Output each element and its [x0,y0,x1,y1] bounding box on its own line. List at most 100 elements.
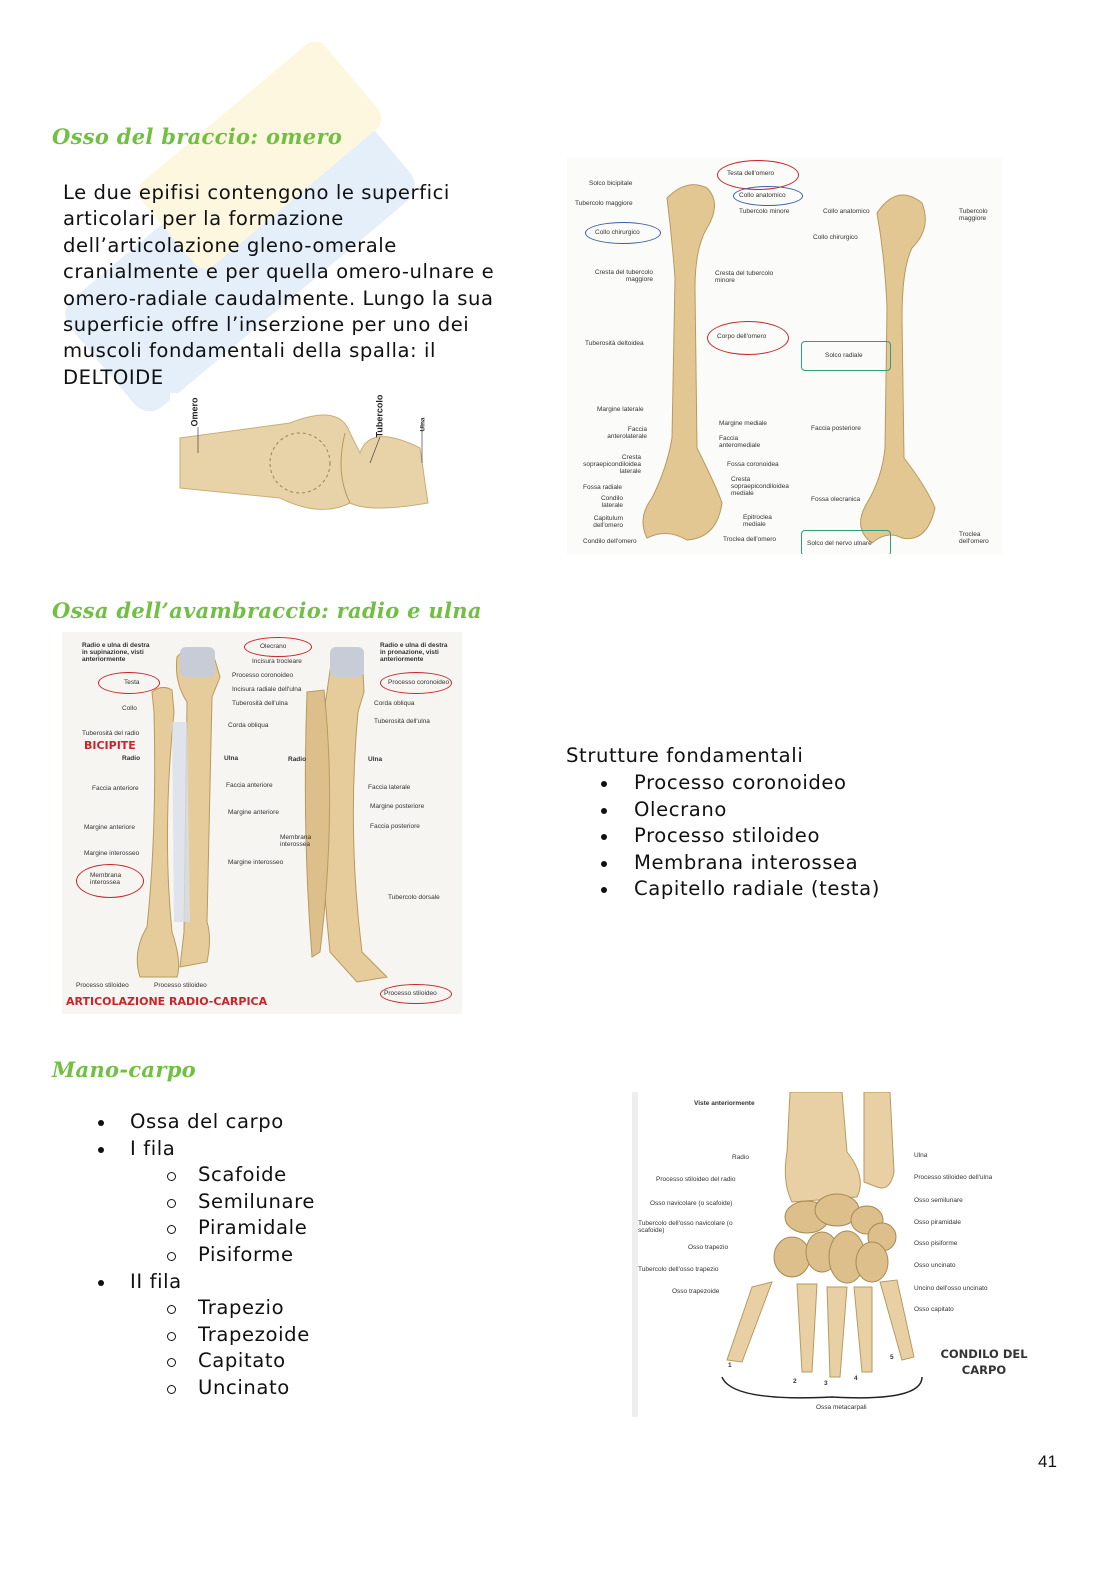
humerus-label: Tubercolo maggiore [959,208,988,222]
humerus-label: Collo chirurgico [595,229,640,236]
forearm-label: Margine anteriore [228,809,279,816]
list-item-label: Capitato [198,1349,286,1373]
forearm-label: Corda obliqua [374,700,415,707]
forearm-caption: Radio e ulna di destra in supinazione, v… [82,642,150,663]
forearm-label: Margine interosseo [228,859,284,866]
text-line: DELTOIDE [63,365,164,389]
list-item-label: Capitello radiale (testa) [634,877,881,901]
forearm-label: Processo coronoideo [232,672,294,679]
list-item: Olecrano [600,797,880,824]
list-item: Processo coronoideo [600,770,880,797]
list-item-label: Trapezio [198,1296,285,1320]
wrist-illustration [721,1092,923,1399]
sub-list-item: Uncinato [97,1375,315,1402]
metacarpal-caption: Ossa metacarpali [816,1404,867,1411]
humerus-label: Troclea dell'omero [723,536,777,543]
text-line: cranialmente e per quella omero-ulnare e [63,260,495,284]
metacarpal-number: 3 [824,1380,828,1387]
wrist-label: Osso trapezio [688,1244,729,1251]
humerus-label: Collo anatomico [739,192,786,199]
forearm-caption: Radio e ulna di destra in pronazione, vi… [380,642,448,663]
metacarpal-number: 1 [728,1362,732,1369]
humerus-label: Fossa radiale [583,484,623,491]
list-item-label: Uncinato [198,1375,290,1399]
humerus-illustration [642,184,936,544]
forearm-label: Tuberosità del radio [82,730,140,737]
wrist-label: Processo stiloideo del radio [656,1176,736,1183]
humerus-label: Tubercolo minore [739,208,790,215]
structures-list: Processo coronoideo Olecrano Processo st… [600,770,880,903]
text-line: dell’articolazione gleno-omerale [63,233,397,257]
wrist-label: Radio [732,1154,749,1161]
carpal-list: Ossa del carpo I fila Scafoide Semilunar… [97,1109,315,1402]
forearm-label: Olecrano [260,643,287,650]
list-item-label: Piramidale [198,1216,308,1240]
humerus-figure: Solco bicipitale Tubercolo maggiore Coll… [567,158,1002,554]
carpal-condyle-annotation: CONDILO DEL CARPO [940,1347,1028,1377]
wrist-label: Osso semilunare [914,1197,963,1204]
list-item-label: Olecrano [634,797,727,821]
list-item-label: Pisiforme [198,1242,294,1266]
list-item-label: Scafoide [198,1163,287,1187]
humerus-label: Solco bicipitale [589,180,633,187]
page-number: 41 [1038,1452,1057,1471]
humerus-label: Solco del nervo ulnare [807,540,872,547]
radiocarpal-joint-annotation: ARTICOLAZIONE RADIO-CARPICA [66,995,268,1008]
forearm-label: Processo stiloideo [154,982,207,989]
list-item: I fila [97,1136,315,1163]
forearm-label: Faccia anteriore [226,782,273,789]
wrist-label: Osso capitato [914,1306,954,1313]
forearm-label: Tuberosità dell'ulna [232,700,288,707]
list-item: Processo stiloideo [600,823,880,850]
metacarpal-number: 5 [890,1354,894,1361]
section-heading-hand: Mano-carpo [52,1057,196,1082]
sub-list-item: Pisiforme [97,1242,315,1269]
forearm-label: Margine posteriore [370,803,425,810]
forearm-figure: Radio e ulna di destra in supinazione, v… [62,632,462,1014]
list-item-label: Semilunare [198,1189,315,1213]
forearm-label: Collo [122,705,137,712]
humerus-description: Le due epifisi contengono le superfici a… [63,180,494,391]
humerus-label: Troclea dell'omero [959,531,989,545]
sub-list-item: Trapezio [97,1295,315,1322]
biceps-annotation: BICIPITE [84,739,136,752]
humerus-label: Faccia anteromediale [719,435,761,449]
wrist-label: Ulna [914,1152,928,1159]
sub-list-item: Scafoide [97,1162,315,1189]
humerus-label: Cresta del tubercolo maggiore [594,269,653,283]
forearm-label: Processo stiloideo [384,990,437,997]
humerus-label: Condilo laterale [600,495,623,509]
list-item-label: Ossa del carpo [130,1110,284,1133]
wrist-label: Osso trapezoide [672,1288,720,1295]
list-item-label: Processo coronoideo [634,771,847,794]
forearm-label: Membrana interossea [90,872,122,886]
text-line: omero-radiale caudalmente. Lungo la sua [63,286,494,310]
wrist-label: Tubercolo dell'osso navicolare (o scafoi… [638,1220,733,1234]
humerus-label: Cresta sopraepicondiloidea mediale [731,476,789,497]
list-item-label: Trapezoide [198,1322,310,1346]
sub-list-item: Piramidale [97,1215,315,1242]
section-heading-humerus: Osso del braccio: omero [52,124,343,149]
list-item: Ossa del carpo [97,1109,315,1136]
humerus-label: Testa dell'omero [727,170,775,177]
list-item-label: Processo stiloideo [634,824,821,848]
humerus-label: Corpo dell'omero [717,333,767,340]
forearm-label: Radio [288,756,307,763]
forearm-label: Membrana interossea [280,834,312,848]
humerus-label: Epitroclea mediale [743,514,772,528]
metacarpal-number: 4 [854,1375,858,1382]
humerus-label: Solco radiale [825,352,863,359]
elbow-label: Omero [189,397,200,427]
humerus-label: Margine mediale [719,420,768,427]
forearm-label: Processo coronoideo [388,679,450,686]
humerus-label: Collo anatomico [823,208,870,215]
forearm-label: Tuberosità dell'ulna [374,718,430,725]
forearm-label: Faccia anteriore [92,785,139,792]
watermark [65,41,415,412]
humerus-label: Capitulum dell'omero [593,515,623,529]
humerus-label: Fossa coronoidea [727,461,779,468]
sub-list-item: Semilunare [97,1189,315,1216]
humerus-label: Tuberosità deltoidea [585,340,644,347]
humerus-label: Cresta sopraepicondiloidea laterale [583,454,641,475]
wrist-figure: Viste anteriormente Radio Processo stilo… [632,1092,1032,1417]
